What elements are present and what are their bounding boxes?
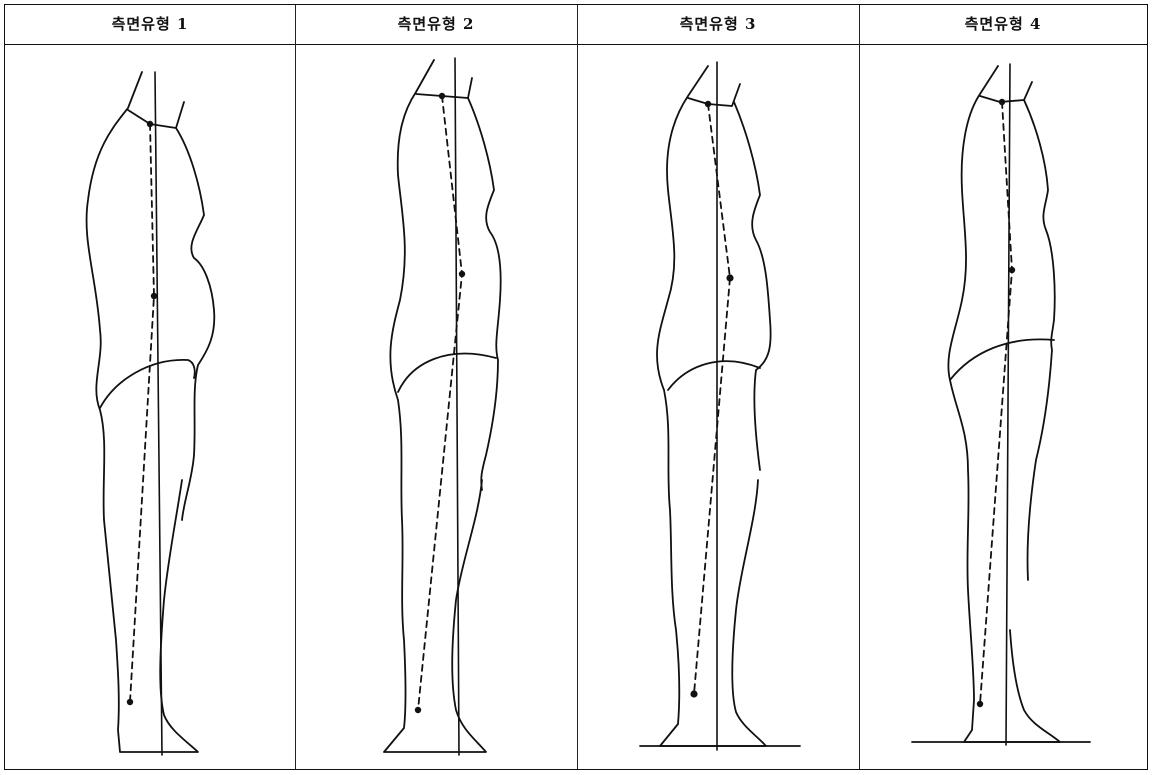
- hip-curve: [950, 339, 1054, 380]
- posture-figure-3: [640, 62, 800, 750]
- gravity-point: [1009, 267, 1015, 273]
- posture-figure-4: [912, 64, 1090, 745]
- gravity-point: [127, 699, 133, 705]
- gravity-point: [415, 707, 421, 713]
- gravity-line-dashed: [694, 104, 730, 694]
- gravity-line-dashed: [130, 124, 154, 702]
- plumb-line: [455, 58, 459, 755]
- body-outline-back: [948, 66, 1060, 742]
- gravity-point: [690, 690, 697, 697]
- gravity-point: [439, 93, 445, 99]
- gravity-point: [999, 99, 1005, 105]
- body-outline-front: [734, 102, 771, 470]
- body-outline-back: [657, 66, 766, 746]
- gravity-point: [977, 701, 983, 707]
- gravity-point: [726, 274, 733, 281]
- body-outline-back: [384, 60, 486, 752]
- neck-line: [980, 82, 1032, 102]
- hip-curve: [668, 361, 760, 390]
- gravity-point: [705, 101, 711, 107]
- body-outline-front: [468, 98, 501, 490]
- body-outline-front: [176, 128, 214, 520]
- body-outline-back: [87, 72, 198, 752]
- plumb-line: [1006, 64, 1010, 745]
- gravity-point: [459, 271, 465, 277]
- gravity-point: [151, 293, 157, 299]
- posture-figure-2: [384, 58, 501, 755]
- posture-figure-1: [87, 72, 215, 755]
- hip-curve: [398, 354, 496, 392]
- neck-line: [688, 84, 740, 106]
- gravity-point: [147, 121, 153, 127]
- plumb-line: [155, 72, 162, 755]
